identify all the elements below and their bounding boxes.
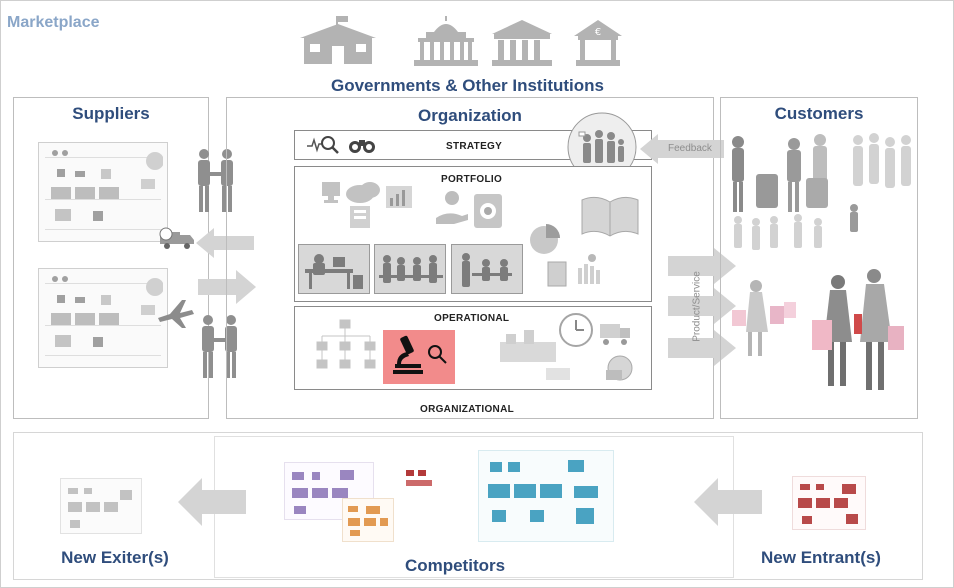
production-line-icon [496,312,646,386]
handshake-figures-top [194,148,238,214]
analysis-magnifier-icon [306,134,340,156]
business-discussion-photo [451,244,523,294]
courthouse-icon [492,20,552,66]
new-entrants-title: New Entrant(s) [761,548,881,567]
organizational-label: ORGANIZATIONAL [420,404,515,415]
competitor-thumbnail-small [402,464,436,494]
operational-band [294,306,652,390]
product-service-arrows [668,248,740,376]
capitol-building-icon [414,16,478,66]
office-desk-photo [298,244,370,294]
airplane-icon [156,296,196,330]
document-chart-icon [546,254,610,288]
microscope-highlight [383,330,455,384]
suppliers-frame [13,97,209,419]
coin-hand-safe-icon [434,188,506,234]
government-icons: € [300,16,630,68]
competitors-title: Competitors [404,556,506,575]
product-service-label: Product/Service [691,271,703,342]
customers-title: Customers [774,104,864,123]
delivery-truck-icon [158,226,196,252]
cloud-computing-icon [320,180,416,232]
travelers-crowd-image [724,130,916,260]
competitor-thumbnail-teal [478,450,614,542]
open-book-icon [580,192,640,238]
microscope-icon [393,335,423,374]
arrow-to-exiters [178,478,246,526]
team-meeting-photo [374,244,446,294]
supplier-diagram-1 [38,142,168,242]
magnifier-icon [428,345,447,364]
customers-frame [720,97,918,419]
feedback-arrow [640,134,724,164]
pie-chart-icon [528,222,562,256]
feedback-label: Feedback [668,143,712,154]
org-chart-icon [312,318,380,374]
school-building-icon [300,16,376,64]
new-exiters-title: New Exiter(s) [61,548,169,567]
euro-bank-icon: € [574,20,622,66]
operational-label: OPERATIONAL [434,313,510,324]
strategy-label: STRATEGY [446,141,503,152]
meeting-circle-icon [567,112,637,182]
arrow-from-organization-to-suppliers [196,228,254,258]
arrow-from-suppliers-to-organization [198,270,256,304]
marketplace-title: Marketplace [7,14,100,31]
supplier-diagram-2 [38,268,168,368]
competitors-outer-frame [13,432,923,580]
handshake-figures-bottom [198,314,242,380]
competitor-thumbnail-orange [342,498,394,542]
svg-text:€: € [595,27,601,38]
organization-title: Organization [418,106,522,125]
entrant-thumbnail [792,476,866,530]
suppliers-title: Suppliers [72,104,150,123]
arrow-from-entrants [694,478,762,526]
shoppers-image [728,262,916,398]
governments-title: Governments & Other Institutions [331,76,604,95]
exiter-thumbnail [60,478,142,534]
binoculars-icon [348,136,376,154]
portfolio-label: PORTFOLIO [441,174,503,185]
